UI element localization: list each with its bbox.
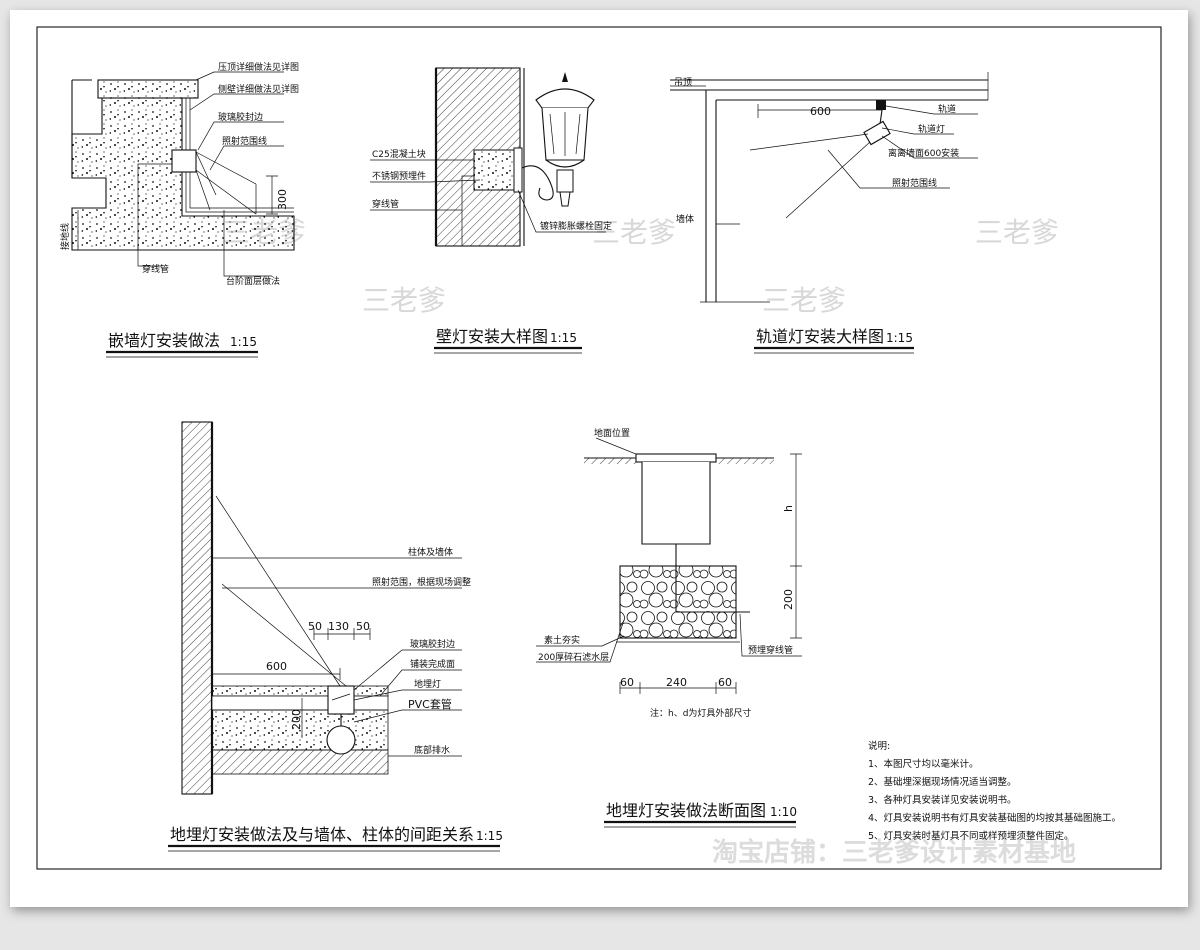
- detail-title: 轨道灯安装大样图: [756, 327, 884, 346]
- dim-label: 240: [666, 676, 687, 689]
- label: 底部排水: [414, 744, 450, 756]
- dim-label: 300: [276, 189, 289, 210]
- dim-label: 60: [620, 676, 634, 689]
- note-item: 4、灯具安装说明书有灯具安装基础图的均按其基础图施工。: [868, 812, 1121, 824]
- shop-watermark: 淘宝店铺：三老爹设计素材基地: [712, 837, 1076, 868]
- detail-recessed-wall-light: 接地线 压顶详细做法见详图 侧壁详细做法见详图 玻璃胶封边 照射范围线 穿线管 …: [59, 61, 299, 358]
- detail-track-light: 600 吊顶 轨道 轨道灯 离离墙面600安装 照射范围线 墙体 轨道灯安装大样…: [670, 72, 989, 354]
- watermark: 三老爹: [975, 216, 1059, 249]
- footnote: 注：h、d为灯具外部尺寸: [650, 707, 751, 719]
- watermark: 三老爹: [762, 284, 846, 317]
- label: 镀锌膨胀螺栓固定: [540, 220, 612, 232]
- note-item: 3、各种灯具安装详见安装说明书。: [868, 794, 1017, 806]
- watermark: 三老爹: [592, 216, 676, 249]
- watermark: 三老爹: [362, 284, 446, 317]
- label: 预埋穿线管: [748, 644, 793, 656]
- label: 柱体及墙体: [408, 546, 453, 558]
- label: 玻璃胶封边: [410, 638, 455, 650]
- label: 照射范围，根据现场调整: [372, 576, 471, 588]
- dim-label: 600: [810, 105, 831, 118]
- detail-title: 嵌墙灯安装做法: [108, 331, 220, 350]
- detail-scale: 1:15: [886, 331, 913, 345]
- note-item: 1、本图尺寸均以毫米计。: [868, 758, 979, 770]
- inground-light-icon: [326, 685, 356, 755]
- track-light-icon: [863, 109, 891, 146]
- label: 吊顶: [674, 77, 692, 88]
- detail-title: 地埋灯安装做法及与墙体、柱体的间距关系: [170, 825, 474, 844]
- label: 穿线管: [372, 198, 399, 210]
- dim-label: 60: [718, 676, 732, 689]
- inground-light-icon: [635, 453, 717, 612]
- label: 地面位置: [594, 427, 630, 439]
- detail-inground-light-spacing: 50 130 50 600 200 柱体及墙体 照射范围，根据现场调整 玻璃胶封…: [168, 421, 503, 852]
- label: 素土夯实: [544, 634, 580, 646]
- label: 穿线管: [142, 263, 169, 275]
- detail-scale: 1:15: [230, 335, 257, 349]
- note-item: 2、基础埋深据现场情况适当调整。: [868, 776, 1017, 788]
- detail-scale: 1:15: [476, 829, 503, 843]
- detail-title: 壁灯安装大样图: [436, 327, 548, 346]
- label: 不锈钢预埋件: [372, 170, 426, 182]
- cad-drawing: 三老爹 三老爹 三老爹 三老爹 三老爹 淘宝店铺：三老爹设计素材基地 接地线 压…: [36, 26, 1162, 870]
- label: 铺装完成面: [410, 658, 455, 670]
- label: 墙体: [676, 213, 694, 225]
- label: 照射范围线: [892, 177, 937, 189]
- label: 离离墙面600安装: [888, 147, 959, 159]
- notes-heading: 说明:: [868, 740, 890, 752]
- label: 地埋灯: [414, 678, 441, 690]
- label: 台阶面层做法: [226, 275, 280, 287]
- dim-label: 200: [290, 709, 303, 730]
- dim-label: 600: [266, 660, 287, 673]
- label: 侧壁详细做法见详图: [218, 83, 299, 95]
- label: 轨道: [938, 103, 956, 115]
- drawing-frame: [36, 26, 1162, 870]
- dim-label: 50: [356, 620, 370, 633]
- detail-scale: 1:15: [550, 331, 577, 345]
- detail-scale: 1:10: [770, 805, 797, 819]
- dim-label: 50: [308, 620, 322, 633]
- label: 压顶详细做法见详图: [218, 61, 299, 73]
- label: PVC套管: [408, 697, 452, 711]
- lantern-icon: [535, 72, 595, 207]
- label: 轨道灯: [918, 123, 945, 135]
- drawing-sheet: 三老爹 三老爹 三老爹 三老爹 三老爹 淘宝店铺：三老爹设计素材基地 接地线 压…: [10, 10, 1188, 907]
- label: 玻璃胶封边: [218, 111, 263, 123]
- notes-block: 说明: 1、本图尺寸均以毫米计。 2、基础埋深据现场情况适当调整。 3、各种灯具…: [868, 740, 1121, 842]
- label: 200厚碎石滤水层: [538, 651, 609, 663]
- dim-label: 130: [328, 620, 349, 633]
- detail-title: 地埋灯安装做法断面图: [606, 801, 766, 820]
- label: 照射范围线: [222, 135, 267, 147]
- label: C25混凝土块: [372, 148, 426, 160]
- note-item: 5、灯具安装时基灯具不同或样预埋须整件固定。: [868, 830, 1074, 842]
- detail-inground-light-section: h 200 60 240 60 地面位置 素土夯实 200厚碎石滤水层 预埋穿线…: [536, 427, 802, 828]
- dim-label: 200: [782, 589, 795, 610]
- detail-wall-lamp: C25混凝土块 不锈钢预埋件 穿线管 镀锌膨胀螺栓固定 壁灯安装大样图 1:15: [370, 67, 612, 354]
- label: 接地线: [59, 223, 71, 250]
- dim-label: h: [782, 505, 795, 512]
